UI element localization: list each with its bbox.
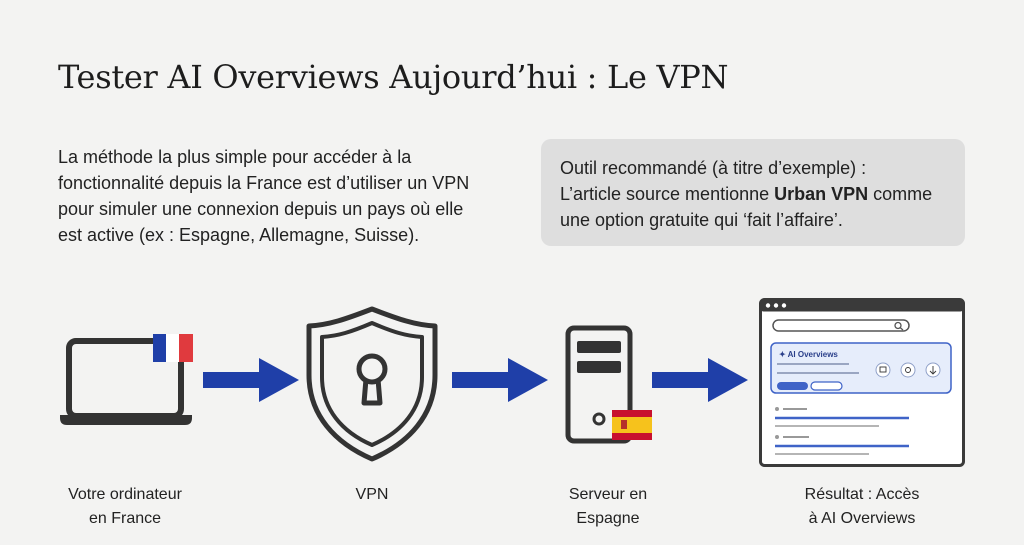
server-icon xyxy=(565,325,633,444)
intro-paragraph: La méthode la plus simple pour accéder à… xyxy=(58,144,518,248)
arrow-icon xyxy=(652,358,748,402)
recommended-tool-callout: Outil recommandé (à titre d’exemple) : L… xyxy=(541,139,965,246)
callout-line: une option gratuite qui ‘fait l’affaire’… xyxy=(560,210,843,230)
spain-flag xyxy=(612,410,652,440)
arrow-icon xyxy=(452,358,548,402)
ai-overviews-panel-label: ✦ AI Overviews xyxy=(779,350,838,359)
france-flag xyxy=(153,334,193,362)
callout-line: Outil recommandé (à titre d’exemple) : xyxy=(560,158,867,178)
browser-window-icon xyxy=(759,298,965,467)
intro-line: est active (ex : Espagne, Allemagne, Sui… xyxy=(58,225,420,245)
page-title: Tester AI Overviews Aujourd’hui : Le VPN xyxy=(58,58,729,96)
shield-lock-icon xyxy=(306,306,438,462)
arrow-icon xyxy=(203,358,299,402)
intro-line: fonctionnalité depuis la France est d’ut… xyxy=(58,173,470,193)
intro-line: La méthode la plus simple pour accéder à… xyxy=(58,147,412,167)
laptop-icon xyxy=(60,338,192,425)
callout-line: L’article source mentionne Urban VPN com… xyxy=(560,184,933,204)
urban-vpn-highlight: Urban VPN xyxy=(774,184,869,204)
intro-line: pour simuler une connexion depuis un pay… xyxy=(58,199,464,219)
caption-vpn: VPN xyxy=(355,486,389,503)
